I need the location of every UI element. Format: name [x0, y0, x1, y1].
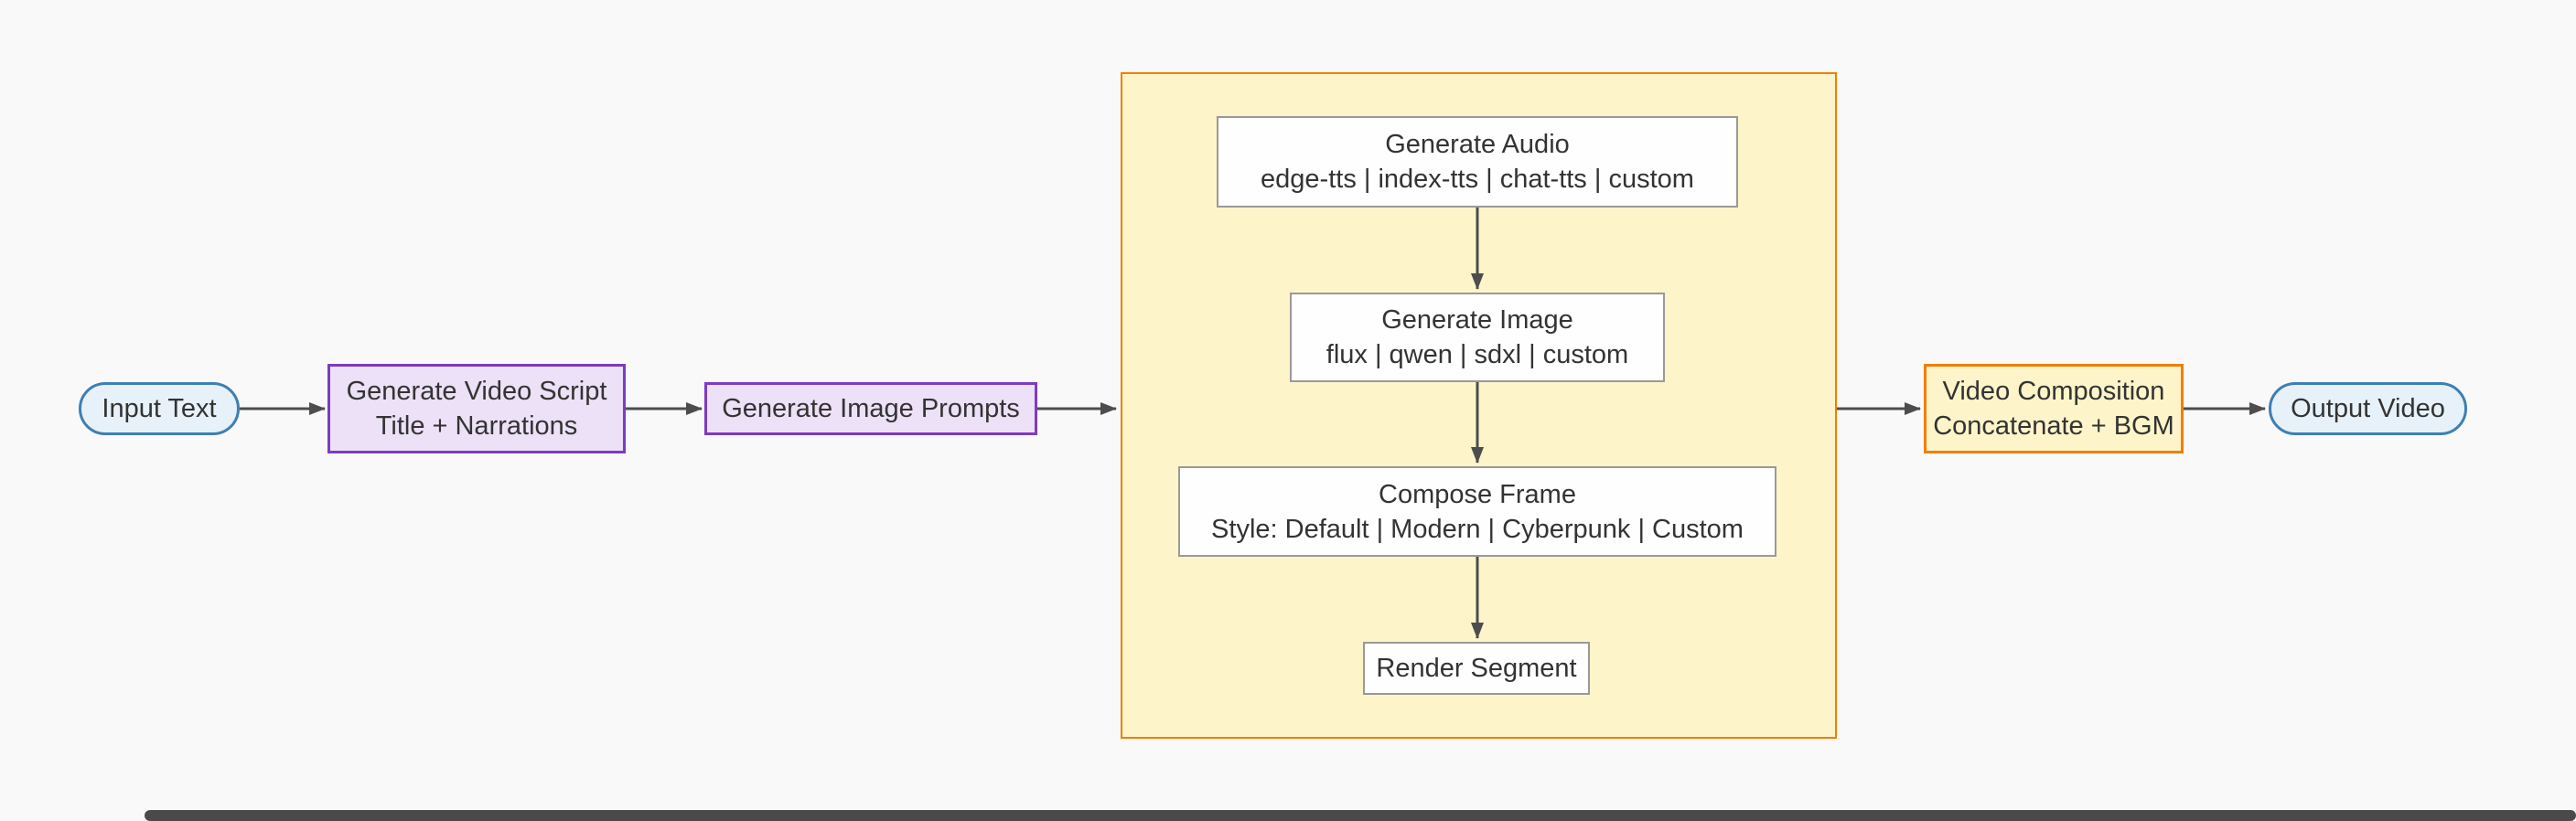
node-input-text: Input Text [79, 382, 240, 435]
node-generate-audio: Generate Audio edge-tts | index-tts | ch… [1217, 116, 1738, 208]
node-video-composition: Video Composition Concatenate + BGM [1924, 364, 2184, 453]
node-generate-image-prompts-label: Generate Image Prompts [722, 394, 1020, 423]
node-output-video-label: Output Video [2291, 394, 2445, 423]
horizontal-scrollbar-thumb[interactable] [145, 810, 2576, 821]
node-video-composition-label: Video Composition [1942, 377, 2165, 406]
node-render-segment: Render Segment [1363, 642, 1590, 695]
node-video-composition-sublabel: Concatenate + BGM [1933, 411, 2174, 441]
node-generate-video-script-label: Generate Video Script [346, 377, 607, 406]
node-generate-image-prompts: Generate Image Prompts [704, 382, 1037, 435]
node-render-segment-label: Render Segment [1376, 654, 1577, 683]
node-generate-image: Generate Image flux | qwen | sdxl | cust… [1290, 293, 1665, 382]
node-generate-image-label: Generate Image [1381, 305, 1573, 335]
node-generate-video-script: Generate Video Script Title + Narrations [327, 364, 626, 453]
node-compose-frame: Compose Frame Style: Default | Modern | … [1178, 466, 1776, 557]
node-input-text-label: Input Text [102, 394, 217, 423]
node-compose-frame-sublabel: Style: Default | Modern | Cyberpunk | Cu… [1211, 514, 1744, 544]
node-generate-image-sublabel: flux | qwen | sdxl | custom [1326, 340, 1629, 369]
node-generate-video-script-sublabel: Title + Narrations [375, 411, 578, 441]
node-generate-audio-sublabel: edge-tts | index-tts | chat-tts | custom [1261, 165, 1694, 194]
node-generate-audio-label: Generate Audio [1385, 130, 1570, 159]
node-output-video: Output Video [2269, 382, 2467, 435]
node-compose-frame-label: Compose Frame [1379, 479, 1576, 509]
